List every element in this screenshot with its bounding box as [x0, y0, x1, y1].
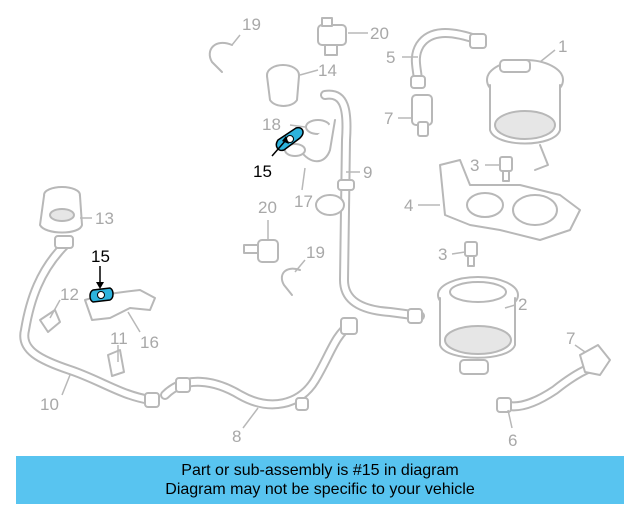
callout-15-upper: 15	[253, 162, 272, 181]
callout-20-lower: 20	[258, 198, 277, 217]
bracket-12	[39, 309, 61, 333]
clip-19-lower	[280, 267, 301, 296]
hose-5	[410, 28, 487, 89]
callout-20-upper: 20	[370, 24, 389, 43]
valve-13	[39, 186, 83, 234]
callout-10: 10	[40, 395, 59, 414]
pipe-17	[284, 119, 336, 163]
hose-6	[496, 363, 595, 413]
callout-15-lower: 15	[91, 247, 110, 266]
callout-7-upper: 7	[384, 109, 393, 128]
callout-12: 12	[60, 285, 79, 304]
callout-18: 18	[262, 115, 281, 134]
callout-19-lower: 19	[306, 243, 325, 262]
info-banner: Part or sub-assembly is #15 in diagram D…	[16, 456, 624, 504]
callout-8: 8	[232, 427, 241, 446]
callout-16: 16	[140, 333, 159, 352]
air-pump-1	[486, 59, 564, 171]
hose-9	[315, 89, 425, 324]
info-line-2: Diagram may not be specific to your vehi…	[165, 481, 475, 498]
solenoid-20-upper	[317, 17, 347, 56]
valve-14	[266, 64, 300, 107]
hose-10	[19, 235, 160, 408]
callout-3-upper: 3	[470, 156, 479, 175]
bracket-11	[107, 349, 125, 377]
sensor-3-upper	[499, 156, 513, 182]
callout-2: 2	[518, 295, 527, 314]
callout-1: 1	[558, 37, 567, 56]
callout-6: 6	[508, 431, 517, 450]
sensor-3-lower	[464, 241, 478, 267]
clip-19-upper	[208, 42, 233, 73]
info-line-1: Part or sub-assembly is #15 in diagram	[181, 462, 459, 479]
gasket-15-lower	[89, 287, 114, 303]
solenoid-20-lower	[243, 239, 279, 263]
callout-19-upper: 19	[242, 15, 261, 34]
leader-lines	[49, 32, 586, 429]
callout-17: 17	[294, 192, 313, 211]
callout-4: 4	[404, 196, 413, 215]
valve-7-lower	[579, 344, 611, 376]
callout-9: 9	[363, 163, 372, 182]
callout-13: 13	[95, 209, 114, 228]
bracket-4	[439, 159, 581, 241]
callout-11: 11	[110, 329, 128, 348]
air-pump-2	[437, 276, 519, 375]
callout-3-lower: 3	[438, 245, 447, 264]
callout-7-lower: 7	[566, 329, 575, 348]
hose-8	[160, 317, 358, 411]
callout-14: 14	[318, 61, 337, 80]
valve-7-upper	[411, 94, 433, 137]
parts-diagram: 1 2 3 3 4 5 6 7 7 8 9 10 11 12 13 14 15 …	[19, 15, 611, 450]
callout-5: 5	[386, 48, 395, 67]
